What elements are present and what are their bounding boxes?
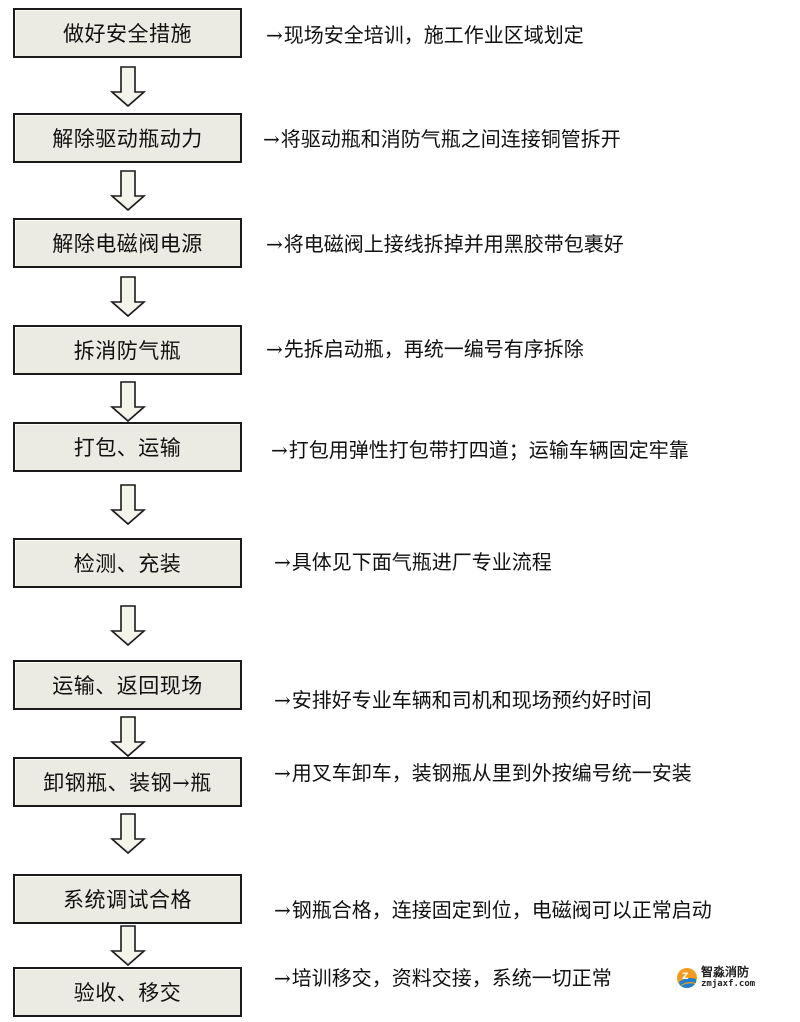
step-box-inspect-refill: 检测、充装 bbox=[13, 538, 242, 588]
down-arrow-icon bbox=[110, 66, 146, 108]
step-description-text: 现场安全培训，施工作业区域划定 bbox=[283, 23, 584, 47]
right-arrow-icon: → bbox=[274, 550, 291, 574]
right-arrow-icon: → bbox=[274, 898, 291, 922]
logo-url: zmjaxf.com bbox=[701, 979, 756, 989]
step-label: 解除电磁阀电源 bbox=[52, 232, 203, 256]
step-description: →将电磁阀上接线拆掉并用黑胶带包裹好 bbox=[266, 232, 624, 256]
step-label: 验收、移交 bbox=[73, 981, 182, 1005]
step-description-text: 先拆启动瓶，再统一编号有序拆除 bbox=[283, 337, 584, 361]
step-box-acceptance-handover: 验收、移交 bbox=[13, 967, 242, 1017]
step-box-release-driver-cylinder: 解除驱动瓶动力 bbox=[13, 113, 242, 163]
step-label: 卸钢瓶、装钢→瓶 bbox=[43, 771, 212, 795]
step-description-text: 钢瓶合格，连接固定到位，电磁阀可以正常启动 bbox=[291, 898, 712, 922]
down-arrow-icon bbox=[110, 381, 146, 423]
right-arrow-icon: → bbox=[274, 966, 291, 990]
down-arrow-icon bbox=[110, 605, 146, 647]
step-label: 解除驱动瓶动力 bbox=[52, 127, 203, 151]
right-arrow-icon: → bbox=[266, 337, 283, 361]
step-description: →钢瓶合格，连接固定到位，电磁阀可以正常启动 bbox=[274, 898, 712, 922]
logo-mark-icon: Z bbox=[677, 968, 697, 988]
down-arrow-icon bbox=[110, 716, 146, 758]
step-box-remove-fire-cylinders: 拆消防气瓶 bbox=[13, 325, 242, 375]
down-arrow-icon bbox=[110, 170, 146, 212]
right-arrow-icon: → bbox=[266, 232, 283, 256]
step-description-text: 具体见下面气瓶进厂专业流程 bbox=[291, 550, 552, 574]
svg-text:Z: Z bbox=[682, 972, 689, 982]
right-arrow-icon: → bbox=[266, 23, 283, 47]
step-description: →培训移交，资料交接，系统一切正常 bbox=[274, 966, 612, 990]
step-description: →打包用弹性打包带打四道；运输车辆固定牢靠 bbox=[271, 438, 689, 462]
step-label: 拆消防气瓶 bbox=[73, 339, 182, 363]
right-arrow-icon: → bbox=[274, 761, 291, 785]
step-box-unload-install-cylinders: 卸钢瓶、装钢→瓶 bbox=[13, 757, 242, 807]
step-description-text: 用叉车卸车，装钢瓶从里到外按编号统一安装 bbox=[291, 761, 692, 785]
step-label: 打包、运输 bbox=[73, 436, 182, 460]
step-description-text: 将电磁阀上接线拆掉并用黑胶带包裹好 bbox=[283, 232, 624, 256]
step-label: 做好安全措施 bbox=[63, 22, 192, 46]
step-description: →用叉车卸车，装钢瓶从里到外按编号统一安装 bbox=[274, 761, 692, 785]
step-box-safety-measures: 做好安全措施 bbox=[13, 8, 242, 58]
step-description: →将驱动瓶和消防气瓶之间连接铜管拆开 bbox=[263, 127, 621, 151]
step-description-text: 培训移交，资料交接，系统一切正常 bbox=[291, 966, 612, 990]
step-description-text: 安排好专业车辆和司机和现场预约好时间 bbox=[291, 688, 652, 712]
down-arrow-icon bbox=[110, 276, 146, 318]
step-label: 检测、充装 bbox=[73, 552, 182, 576]
step-box-transport-return: 运输、返回现场 bbox=[13, 660, 242, 710]
step-description: →现场安全培训，施工作业区域划定 bbox=[266, 23, 584, 47]
step-description-text: 将驱动瓶和消防气瓶之间连接铜管拆开 bbox=[280, 127, 621, 151]
down-arrow-icon bbox=[110, 813, 146, 855]
right-arrow-icon: → bbox=[274, 688, 291, 712]
down-arrow-icon bbox=[110, 925, 146, 967]
step-description: →先拆启动瓶，再统一编号有序拆除 bbox=[266, 337, 584, 361]
step-description-text: 打包用弹性打包带打四道；运输车辆固定牢靠 bbox=[288, 438, 689, 462]
step-box-cut-solenoid-power: 解除电磁阀电源 bbox=[13, 218, 242, 268]
step-description: →安排好专业车辆和司机和现场预约好时间 bbox=[274, 688, 652, 712]
watermark-logo: Z 智淼消防 zmjaxf.com bbox=[676, 966, 755, 990]
down-arrow-icon bbox=[110, 484, 146, 526]
step-description: →具体见下面气瓶进厂专业流程 bbox=[274, 550, 552, 574]
step-label: 运输、返回现场 bbox=[52, 674, 203, 698]
step-label: 系统调试合格 bbox=[63, 888, 192, 912]
right-arrow-icon: → bbox=[271, 438, 288, 462]
right-arrow-icon: → bbox=[263, 127, 280, 151]
step-box-system-commissioning: 系统调试合格 bbox=[13, 874, 242, 924]
step-box-pack-transport: 打包、运输 bbox=[13, 422, 242, 472]
logo-name: 智淼消防 bbox=[701, 965, 750, 979]
